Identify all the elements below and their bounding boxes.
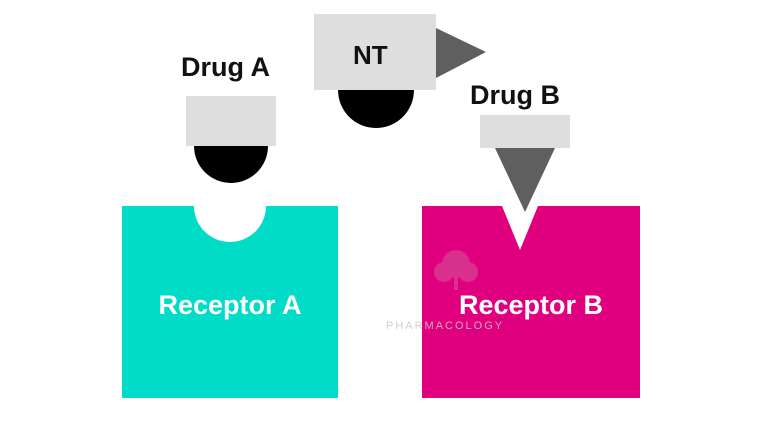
receptor-a-shape [122,206,338,398]
drug-a-round-head [194,146,268,183]
nt-pointed-head [436,28,486,78]
drug-b-pointed-head [495,148,555,212]
drug-a-block [186,96,276,146]
tree-icon [434,250,478,290]
nt-label: NT [353,40,388,70]
drug-b-label: Drug B [470,80,560,110]
receptor-a-label: Receptor A [158,290,302,320]
watermark-text: PHARMACOLOGY [386,320,505,332]
receptor-b-shape [422,206,640,398]
nt-round-head [338,90,414,128]
receptor-b-label: Receptor B [458,290,604,320]
drug-a-label: Drug A [181,52,270,82]
drug-b-block [480,115,570,148]
nt-block [314,14,436,90]
